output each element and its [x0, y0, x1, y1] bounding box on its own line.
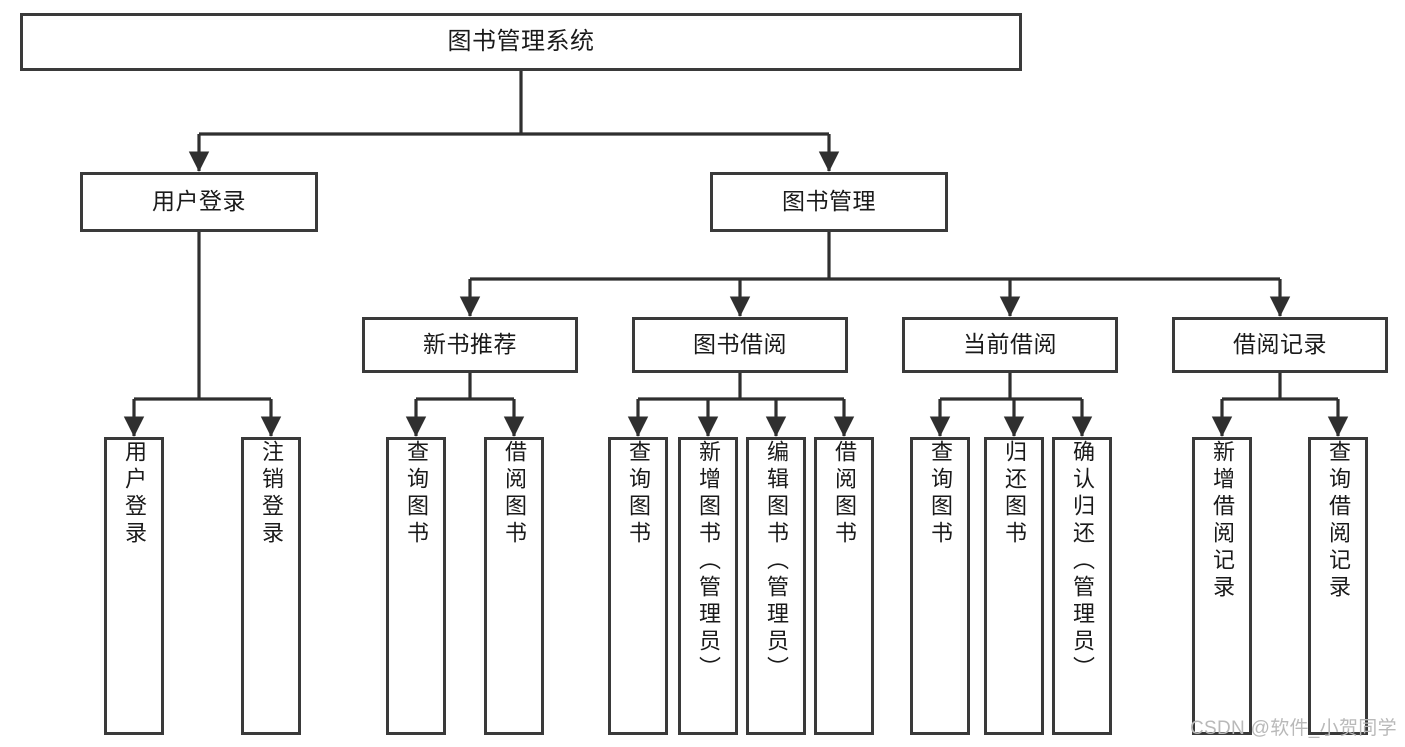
node-leaf-leaf-return-book: 归还图书	[984, 437, 1044, 735]
node-leaf-leaf-query-record: 查询借阅记录	[1308, 437, 1368, 735]
node-label: 当前借阅	[963, 331, 1057, 358]
node-label: 借阅记录	[1233, 331, 1327, 358]
node-leaf-leaf-add-record: 新增借阅记录	[1192, 437, 1252, 735]
node-leaf-leaf-query-book-3: 查询图书	[910, 437, 970, 735]
node-level3-current-borrow: 当前借阅	[902, 317, 1118, 373]
node-label: 编辑图书（管理员）	[764, 440, 789, 683]
node-label: 确认归还（管理员）	[1070, 440, 1095, 683]
node-level3-borrow-record: 借阅记录	[1172, 317, 1388, 373]
node-leaf-leaf-user-login: 用户登录	[104, 437, 164, 735]
node-leaf-leaf-logout: 注销登录	[241, 437, 301, 735]
node-label: 查询图书	[626, 440, 651, 548]
node-leaf-leaf-borrow-book-2: 借阅图书	[814, 437, 874, 735]
node-label: 图书管理	[782, 188, 876, 215]
node-label: 用户登录	[152, 188, 246, 215]
node-label: 查询图书	[928, 440, 953, 548]
node-label: 用户登录	[122, 440, 147, 548]
node-label: 新增图书（管理员）	[696, 440, 721, 683]
node-label: 新增借阅记录	[1210, 440, 1235, 602]
node-leaf-leaf-query-book-1: 查询图书	[386, 437, 446, 735]
node-label: 查询借阅记录	[1326, 440, 1351, 602]
node-level3-book-borrow: 图书借阅	[632, 317, 848, 373]
watermark-text: CSDN @软件_小贺同学	[1190, 718, 1397, 739]
node-label: 借阅图书	[832, 440, 857, 548]
node-label: 归还图书	[1002, 440, 1027, 548]
node-label: 图书借阅	[693, 331, 787, 358]
node-leaf-leaf-edit-book: 编辑图书（管理员）	[746, 437, 806, 735]
node-leaf-leaf-query-book-2: 查询图书	[608, 437, 668, 735]
node-level2-book-manage: 图书管理	[710, 172, 948, 232]
node-leaf-leaf-confirm-return: 确认归还（管理员）	[1052, 437, 1112, 735]
node-leaf-leaf-add-book: 新增图书（管理员）	[678, 437, 738, 735]
node-label: 新书推荐	[423, 331, 517, 358]
node-level3-new-book-rec: 新书推荐	[362, 317, 578, 373]
node-label: 查询图书	[404, 440, 429, 548]
node-label: 注销登录	[259, 440, 284, 548]
node-leaf-leaf-borrow-book-1: 借阅图书	[484, 437, 544, 735]
node-label: 借阅图书	[502, 440, 527, 548]
node-label: 图书管理系统	[447, 27, 595, 55]
node-root-root: 图书管理系统	[20, 13, 1022, 71]
node-level2-user-login: 用户登录	[80, 172, 318, 232]
